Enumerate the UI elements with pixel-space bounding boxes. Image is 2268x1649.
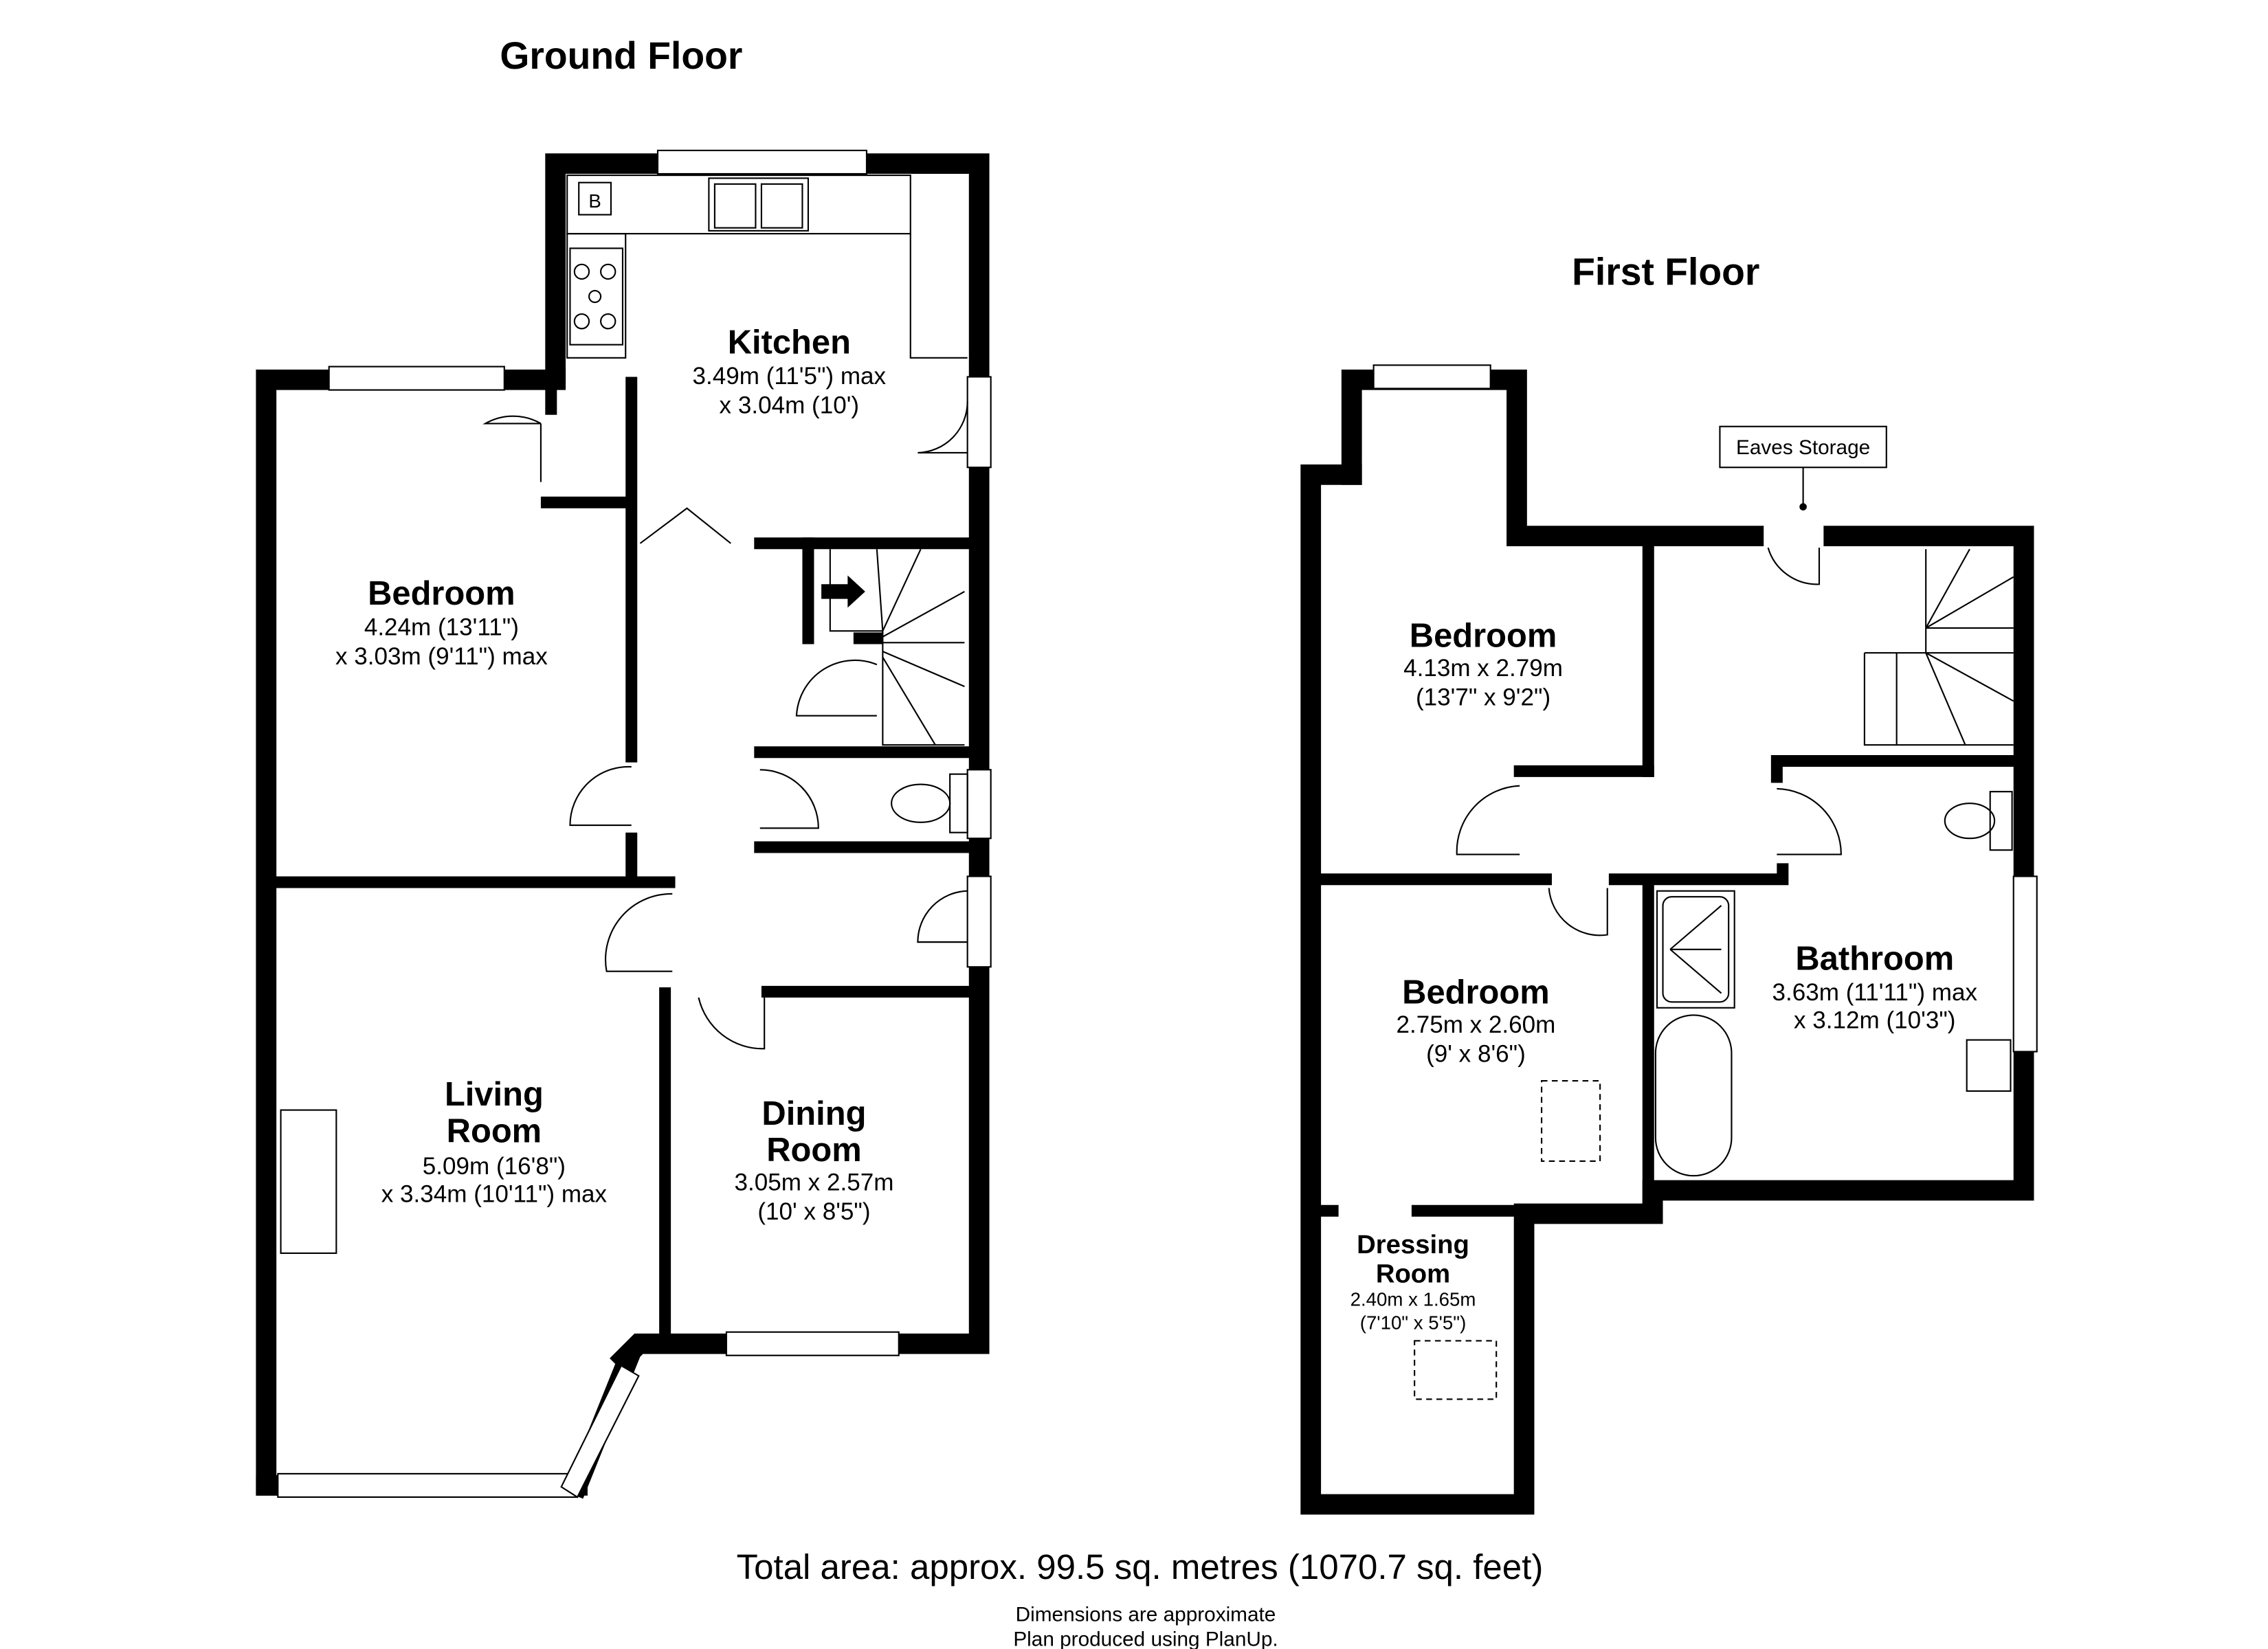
window [966, 769, 992, 840]
bedroom-dimension: 4.13m x 2.79m [1403, 655, 1563, 682]
total-area: Total area: approx. 99.5 sq. metres (107… [737, 1547, 1544, 1586]
planup-note: Plan produced using PlanUp. [1013, 1628, 1278, 1649]
dimensions-note: Dimensions are approximate [1016, 1604, 1276, 1626]
dressing-room-name: Dressing [1357, 1230, 1469, 1259]
window [328, 366, 505, 391]
skylight [1541, 1080, 1601, 1163]
ground-floor-title: Ground Floor [500, 34, 742, 77]
toilet-icon [891, 773, 968, 833]
window [966, 875, 992, 968]
skylight [1414, 1340, 1498, 1400]
eaves-storage-label: Eaves Storage [1719, 425, 1887, 511]
bedroom-name: Bedroom [368, 575, 515, 612]
shower-icon [1656, 890, 1735, 1009]
first-floor: First Floor [1300, 251, 2038, 1515]
hob-icon [569, 247, 624, 346]
bay-window [560, 1365, 640, 1499]
living-room-name: Living [445, 1076, 544, 1113]
bedroom-dimension: 4.24m (13'11") [364, 614, 519, 641]
window [725, 1331, 900, 1356]
staircase [1863, 548, 2014, 746]
dining-room-dimension: (10' x 8'5") [757, 1198, 870, 1225]
bedroom-name: Bedroom [1402, 974, 1550, 1011]
kitchen-counter [566, 233, 627, 359]
boiler-label: B [588, 190, 601, 212]
bedroom-dimension: x 3.03m (9'11") max [335, 643, 548, 670]
boiler [578, 181, 612, 216]
first-floor-title: First Floor [1572, 251, 1759, 293]
bedroom-dimension: (13'7" x 9'2") [1416, 684, 1550, 711]
basin-icon [1966, 1039, 2012, 1092]
dining-room-name: Dining [761, 1095, 866, 1132]
window [966, 376, 992, 469]
window [1372, 364, 1491, 390]
staircase [821, 548, 965, 746]
bath-icon [1654, 1014, 1733, 1177]
living-room-name: Room [447, 1112, 542, 1149]
bedroom-name: Bedroom [1410, 618, 1557, 655]
bathroom-dimension: 3.63m (11'11") max [1772, 979, 1978, 1006]
bedroom-dimension: 2.75m x 2.60m [1396, 1011, 1555, 1038]
window [2012, 875, 2038, 1053]
kitchen-name: Kitchen [728, 324, 851, 361]
dressing-room-name: Room [1376, 1259, 1450, 1288]
bathroom-dimension: x 3.12m (10'3") [1794, 1007, 1955, 1034]
sink-icon [708, 177, 810, 232]
doors [482, 401, 968, 1050]
window [656, 149, 868, 175]
arrow-right-icon [821, 575, 865, 608]
bedroom-dimension: (9' x 8'6") [1426, 1040, 1526, 1067]
first-floor-walls [1300, 369, 2034, 1515]
dressing-room-dimension: (7'10" x 5'5") [1360, 1312, 1467, 1333]
fireplace [280, 1109, 337, 1254]
eaves-storage-text: Eaves Storage [1736, 436, 1870, 459]
bay-window [277, 1472, 579, 1498]
ground-floor: Ground Floor [256, 34, 992, 1499]
dining-room-name: Room [766, 1132, 861, 1169]
living-room-dimension: 5.09m (16'8") [423, 1153, 566, 1180]
living-room-dimension: x 3.34m (10'11") max [381, 1181, 608, 1208]
kitchen-dimension: 3.49m (11'5") max [693, 363, 887, 390]
doors [1456, 547, 1842, 936]
kitchen-counter [566, 175, 911, 235]
toilet-icon [1944, 791, 2013, 851]
dressing-room-dimension: 2.40m x 1.65m [1350, 1288, 1476, 1310]
bathroom-name: Bathroom [1795, 941, 1954, 978]
dining-room-dimension: 3.05m x 2.57m [734, 1169, 893, 1196]
kitchen-dimension: x 3.04m (10') [720, 392, 860, 419]
